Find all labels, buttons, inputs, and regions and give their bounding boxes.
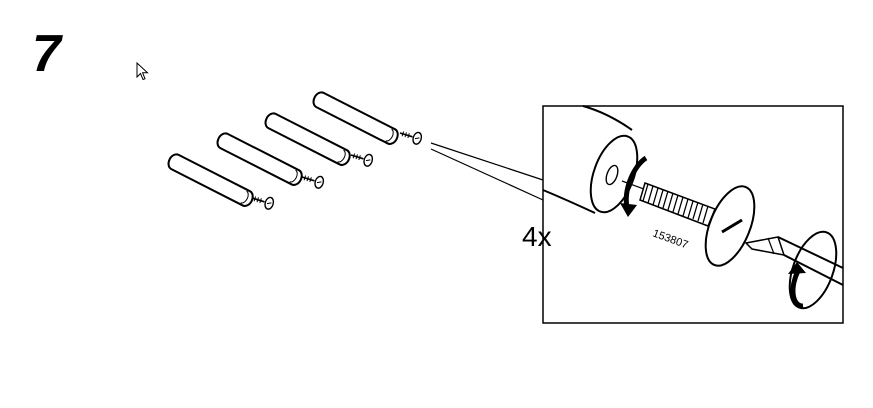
- screw-icon: [621, 180, 756, 267]
- screw-icon: [397, 126, 424, 146]
- screwdriver-icon: [744, 230, 844, 310]
- rotate-arrow-icon: [788, 262, 806, 309]
- quantity-label: 4x: [522, 221, 552, 252]
- cylinder-leg-icon: [165, 151, 257, 210]
- screw-icon: [249, 191, 276, 211]
- screw-icon: [348, 148, 375, 168]
- rotate-arrow-icon: [620, 155, 648, 217]
- callout-pointer: [430, 142, 544, 201]
- leg-set: [165, 89, 424, 211]
- detail-content: 153807: [542, 105, 844, 310]
- mouse-pointer-icon: [136, 62, 149, 81]
- screw-icon: [299, 170, 326, 190]
- step-number: 7: [32, 25, 61, 83]
